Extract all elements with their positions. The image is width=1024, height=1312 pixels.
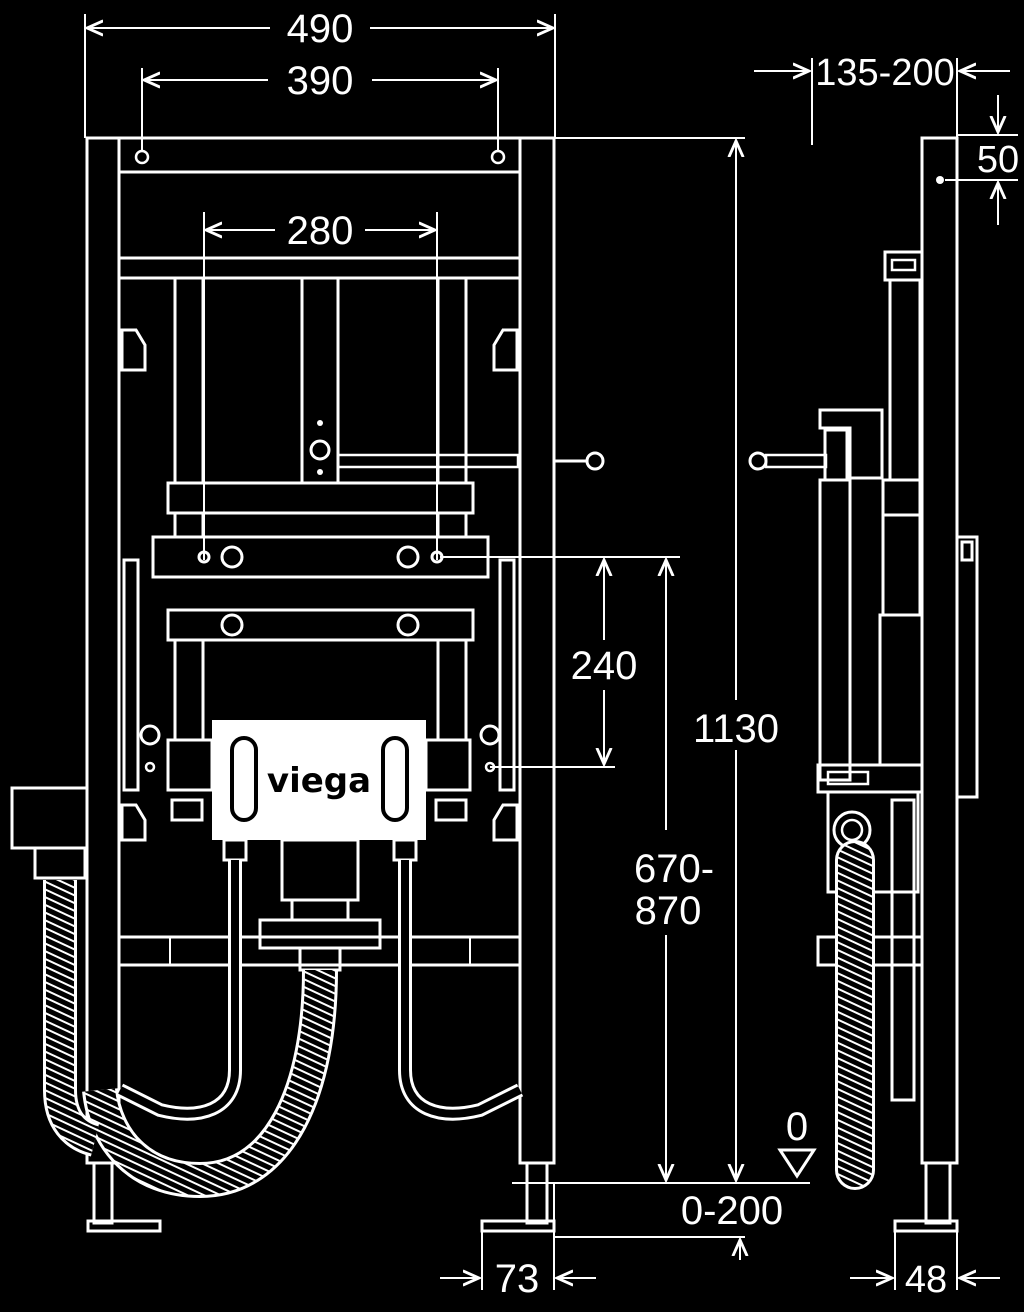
side-brackets	[120, 328, 519, 842]
dim-135-200: 135-200	[754, 52, 1010, 145]
label-240: 240	[571, 644, 638, 688]
side-post	[893, 136, 979, 1233]
label-135-200: 135-200	[815, 52, 954, 94]
label-0: 0	[786, 1105, 808, 1149]
label-73: 73	[495, 1257, 540, 1301]
label-870: 870	[635, 889, 702, 933]
front-view: 490 390	[10, 7, 817, 1301]
label-490: 490	[287, 7, 354, 51]
dim-73: 73	[440, 1257, 596, 1301]
dim-670-870: 670- 870	[634, 560, 714, 1180]
label-0-200: 0-200	[681, 1189, 783, 1233]
dim-280: 280	[203, 209, 438, 560]
label-48: 48	[905, 1259, 947, 1301]
dim-390: 390	[141, 59, 499, 150]
viega-box: viega	[166, 720, 472, 840]
flex-hoses	[10, 786, 524, 1199]
label-50: 50	[977, 139, 1019, 181]
label-1130: 1130	[693, 707, 779, 751]
label-390: 390	[287, 59, 354, 103]
dim-1130: 1130	[555, 137, 779, 1180]
viega-logo: viega	[267, 761, 371, 801]
dim-490: 490	[84, 7, 556, 138]
dim-48: 48	[850, 1221, 1000, 1301]
dim-240: 240	[440, 556, 680, 768]
support-rods	[173, 276, 605, 485]
label-280: 280	[287, 209, 354, 253]
drain-assembly	[222, 838, 418, 972]
floor-level: 0 0-200	[481, 1105, 817, 1290]
label-670: 670-	[634, 847, 714, 891]
side-view: 135-200 50	[748, 52, 1019, 1301]
dim-50: 50	[936, 95, 1019, 225]
